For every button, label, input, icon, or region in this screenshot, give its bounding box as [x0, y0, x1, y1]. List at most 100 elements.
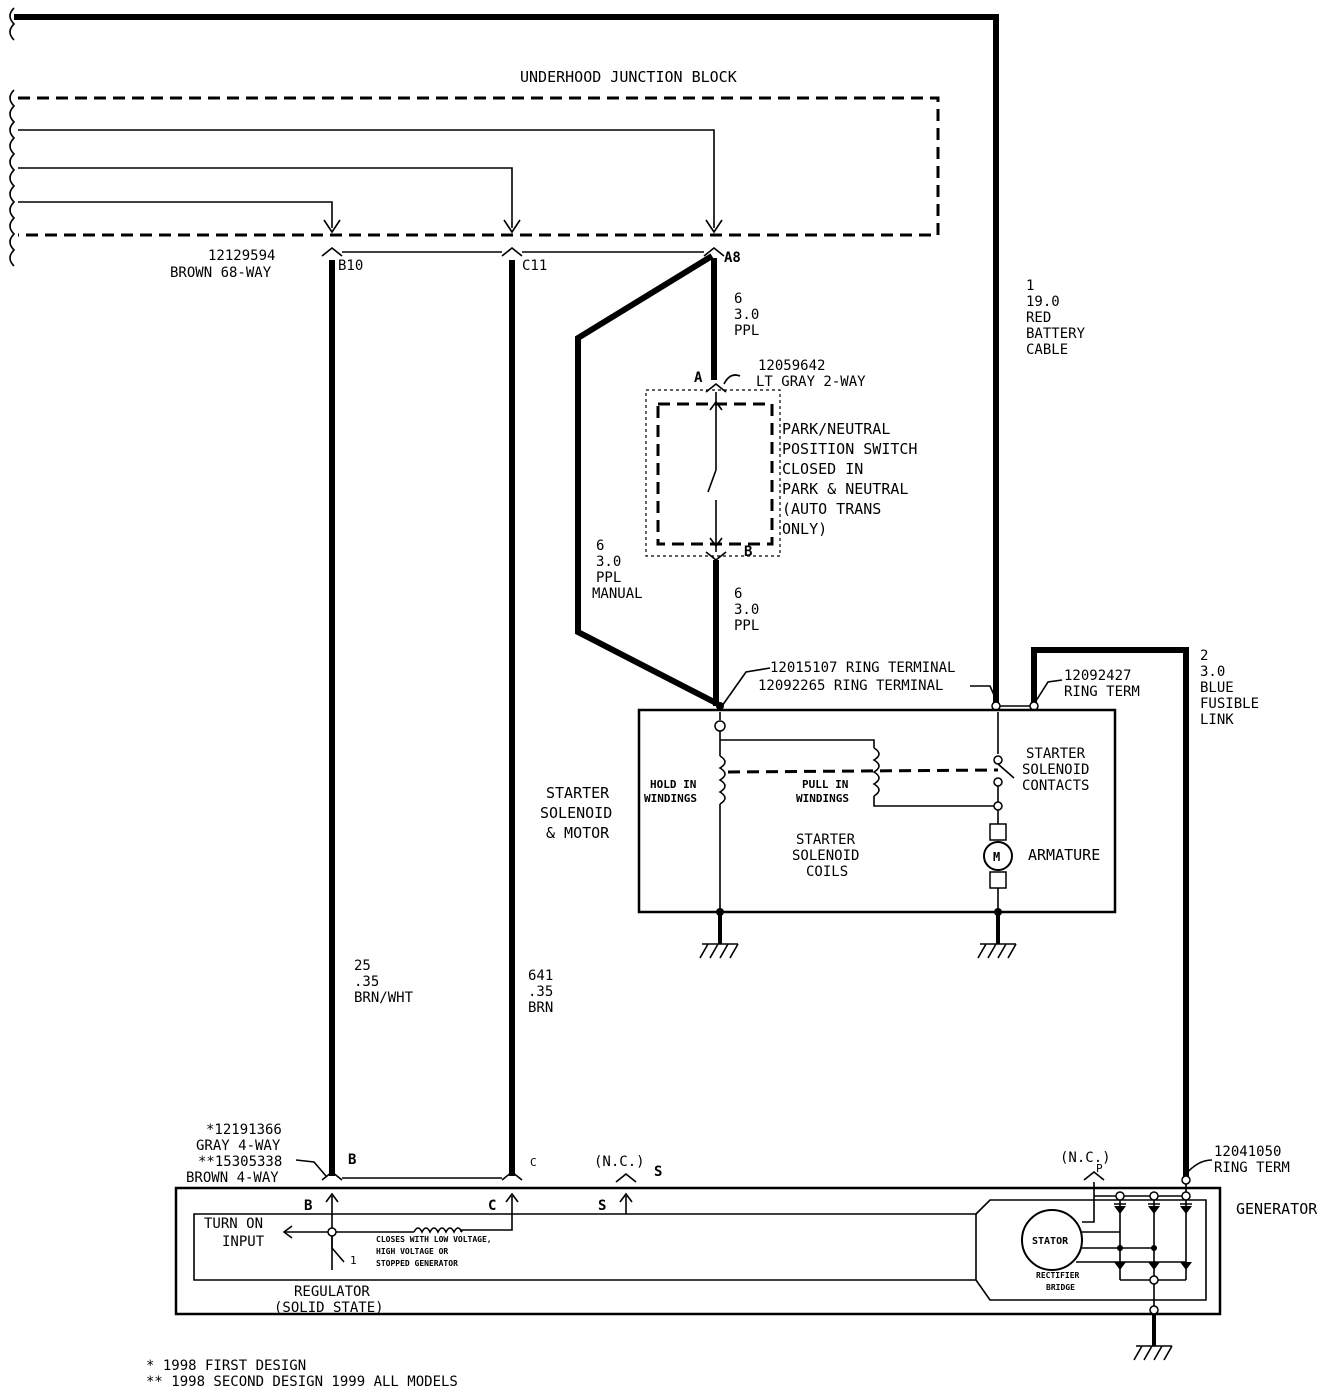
motor-symbol: M: [993, 850, 1000, 864]
gen-conn-pin-c: C: [530, 1156, 537, 1169]
wire-a8-label: 6 3.0 PPL: [734, 291, 759, 339]
stator: STATOR: [1021, 1209, 1083, 1271]
generator-title: GENERATOR: [1236, 1200, 1318, 1218]
svg-text:PPL: PPL: [596, 570, 621, 586]
svg-text:STOPPED GENERATOR: STOPPED GENERATOR: [376, 1259, 458, 1268]
svg-text:STARTER: STARTER: [796, 832, 856, 848]
wire-25-label: 25 .35 BRN/WHT: [354, 958, 414, 1006]
svg-text:SOLENOID: SOLENOID: [1022, 762, 1089, 778]
fusible-link-label: 2 3.0 BLUE FUSIBLE LINK: [1200, 648, 1259, 728]
junction-connector-part: 12129594: [208, 248, 275, 264]
stator-label: STATOR: [1032, 1236, 1069, 1247]
pin-c11: C11: [522, 258, 547, 274]
svg-text:REGULATOR: REGULATOR: [294, 1284, 370, 1300]
wire-manual-ppl: [575, 253, 720, 707]
park-neutral-switch: [645, 374, 781, 562]
battery-cable-label: 1 19.0 RED BATTERY CABLE: [1026, 278, 1086, 358]
turn-on-input-label: TURN ON INPUT: [204, 1216, 265, 1250]
svg-text:PARK & NEUTRAL: PARK & NEUTRAL: [782, 480, 908, 498]
svg-text:POSITION SWITCH: POSITION SWITCH: [782, 440, 917, 458]
svg-text:1: 1: [1026, 278, 1034, 294]
junction-block-outline: [18, 96, 940, 237]
svg-text:PARK/NEUTRAL: PARK/NEUTRAL: [782, 420, 890, 438]
pn-switch-description: PARK/NEUTRAL POSITION SWITCH CLOSED IN P…: [782, 420, 917, 538]
svg-text:**15305338: **15305338: [198, 1154, 282, 1170]
fusible-link-wire: [1031, 647, 1189, 1178]
wire-641-label: 641 .35 BRN: [528, 968, 553, 1016]
svg-text:6: 6: [734, 291, 742, 307]
contacts-label: STARTER SOLENOID CONTACTS: [1022, 746, 1089, 794]
svg-text:MANUAL: MANUAL: [592, 586, 643, 602]
starter-title: STARTER SOLENOID & MOTOR: [540, 784, 612, 842]
armature-motor: M: [983, 823, 1013, 912]
svg-text:STARTER: STARTER: [546, 784, 610, 802]
svg-text:FUSIBLE: FUSIBLE: [1200, 696, 1259, 712]
svg-text:WINDINGS: WINDINGS: [644, 792, 697, 805]
svg-text:TURN ON: TURN ON: [204, 1216, 263, 1232]
svg-text:BRN/WHT: BRN/WHT: [354, 990, 414, 1006]
svg-text:PPL: PPL: [734, 618, 759, 634]
svg-text:.35: .35: [354, 974, 379, 990]
svg-text:.35: .35: [528, 984, 553, 1000]
gen-ring-desc: RING TERM: [1214, 1160, 1290, 1176]
closes-note: CLOSES WITH LOW VOLTAGE, HIGH VOLTAGE OR…: [376, 1235, 492, 1268]
reg-pin-c: C: [488, 1198, 496, 1214]
regulator-label: REGULATOR (SOLID STATE): [274, 1284, 384, 1316]
svg-text:(SOLID STATE): (SOLID STATE): [274, 1300, 384, 1316]
svg-text:& MOTOR: & MOTOR: [546, 824, 610, 842]
ground-symbol-left: [699, 908, 739, 959]
svg-text:BRN: BRN: [528, 1000, 553, 1016]
pin-b10: B10: [338, 258, 363, 274]
pn-connector-desc: LT GRAY 2-WAY: [756, 374, 866, 390]
reg-pin-s: S: [598, 1198, 606, 1214]
svg-text:GRAY 4-WAY: GRAY 4-WAY: [196, 1138, 281, 1154]
gen-conn-pin-p: P: [1096, 1162, 1103, 1175]
svg-text:SOLENOID: SOLENOID: [792, 848, 859, 864]
reg-pin-b: B: [304, 1198, 312, 1214]
svg-text:25: 25: [354, 958, 371, 974]
gen-ring-part: 12041050: [1214, 1144, 1281, 1160]
hold-in-label: HOLD IN WINDINGS: [644, 778, 697, 805]
svg-text:CONTACTS: CONTACTS: [1022, 778, 1089, 794]
svg-text:STARTER: STARTER: [1026, 746, 1086, 762]
svg-text:19.0: 19.0: [1026, 294, 1060, 310]
rectifier-label: RECTIFIER BRIDGE: [1036, 1271, 1080, 1292]
svg-text:BLUE: BLUE: [1200, 680, 1234, 696]
armature-label: ARMATURE: [1028, 846, 1100, 864]
svg-text:CABLE: CABLE: [1026, 342, 1068, 358]
pn-connector-part: 12059642: [758, 358, 825, 374]
junction-connector-desc: BROWN 68-WAY: [170, 265, 272, 281]
battery-cable-wire: [14, 14, 999, 706]
svg-text:SOLENOID: SOLENOID: [540, 804, 612, 822]
gen-conn-nc-s: (N.C.): [594, 1154, 645, 1170]
svg-text:3.0: 3.0: [734, 602, 759, 618]
svg-text:2: 2: [1200, 648, 1208, 664]
svg-text:INPUT: INPUT: [222, 1234, 265, 1250]
gen-ring-term-desc: RING TERM: [1064, 684, 1140, 700]
svg-text:BROWN 4-WAY: BROWN 4-WAY: [186, 1170, 279, 1186]
rectifier-bridge: [1076, 1182, 1192, 1315]
svg-text:6: 6: [596, 538, 604, 554]
generator-connector-label: *12191366 GRAY 4-WAY **15305338 BROWN 4-…: [186, 1122, 282, 1186]
svg-text:HOLD IN: HOLD IN: [650, 778, 696, 791]
pn-pin-b: B: [744, 544, 752, 560]
svg-text:COILS: COILS: [806, 864, 848, 880]
ground-symbol-generator: [1133, 1314, 1173, 1361]
footnote-2: ** 1998 SECOND DESIGN 1999 ALL MODELS: [146, 1374, 458, 1390]
svg-text:HIGH VOLTAGE OR: HIGH VOLTAGE OR: [376, 1247, 448, 1256]
gen-ring-term-part: 12092427: [1064, 668, 1131, 684]
ground-symbol-right: [977, 908, 1017, 959]
svg-text:3.0: 3.0: [596, 554, 621, 570]
svg-text:3.0: 3.0: [1200, 664, 1225, 680]
gen-conn-nc-p: (N.C.): [1060, 1150, 1111, 1166]
svg-text:BRIDGE: BRIDGE: [1046, 1283, 1075, 1292]
ring-terminal-line2: 12092265 RING TERMINAL: [758, 678, 943, 694]
svg-text:WINDINGS: WINDINGS: [796, 792, 849, 805]
gen-conn-pin-s-top: S: [654, 1164, 662, 1180]
svg-text:ONLY): ONLY): [782, 520, 827, 538]
gen-conn-pin-b: B: [348, 1152, 356, 1168]
regulator-box: [193, 1213, 977, 1281]
switch-number: 1: [350, 1254, 357, 1267]
junction-block-title: UNDERHOOD JUNCTION BLOCK: [520, 68, 737, 86]
